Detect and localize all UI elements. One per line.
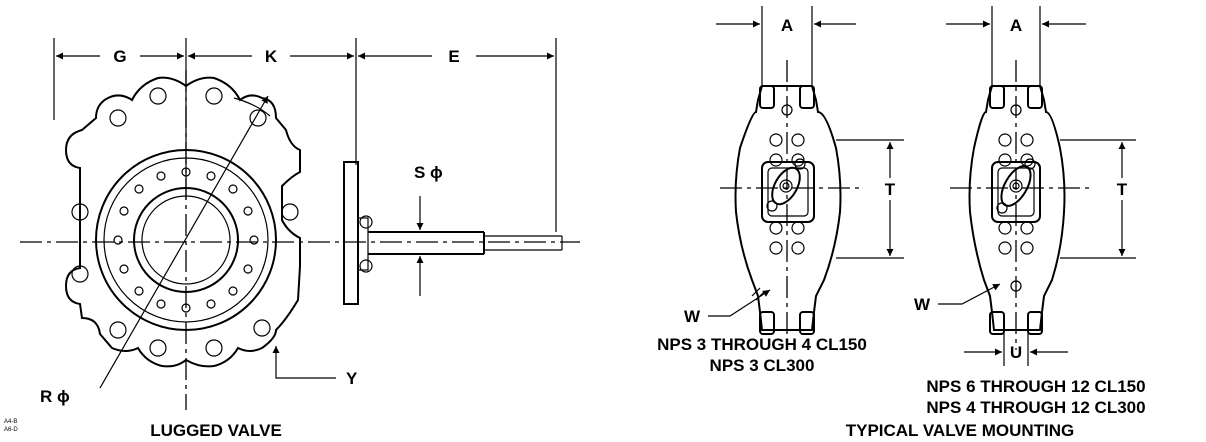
- lugged-valve-caption: LUGGED VALVE: [150, 421, 282, 440]
- bore-ring: [133, 187, 239, 293]
- small-bottom-lug-left: [759, 311, 775, 335]
- dim-y-label: Y: [346, 369, 358, 388]
- dimension-g: G: [56, 47, 184, 66]
- large-shaft-bushing: [1000, 165, 1032, 207]
- flange-nut-top: [359, 215, 373, 229]
- large-top-lug-right: [1027, 85, 1043, 109]
- large-top-lug-left: [989, 85, 1005, 109]
- small-caption-line2: NPS 3 CL300: [710, 356, 815, 375]
- large-dim-u-label: U: [1010, 343, 1022, 362]
- mounting-flange: [343, 161, 359, 305]
- typical-valve-mounting-caption: TYPICAL VALVE MOUNTING: [846, 421, 1075, 440]
- large-caption-line2: NPS 4 THROUGH 12 CL300: [926, 398, 1145, 417]
- dim-s-label: S ϕ: [414, 163, 443, 182]
- dimension-s: S ϕ: [408, 163, 443, 296]
- dimension-k: K: [188, 47, 354, 66]
- large-bottom-lug-right: [1027, 311, 1043, 335]
- drawing-ref-1: A4-B: [4, 419, 17, 425]
- large-dim-t-label: T: [1117, 180, 1128, 199]
- lug-bolt-holes: [71, 87, 299, 357]
- flange-boss: [357, 217, 369, 271]
- dimension-r: R ϕ: [40, 95, 271, 406]
- large-dim-a-label: A: [1010, 16, 1022, 35]
- dimension-e: E: [358, 47, 554, 66]
- small-caption-line1: NPS 3 THROUGH 4 CL150: [657, 335, 867, 354]
- mounting-view-large: A T W: [914, 6, 1146, 417]
- lugged-valve-view: G K E: [4, 38, 580, 440]
- large-dim-w-label: W: [914, 295, 931, 314]
- flange-bolt-holes: [113, 167, 259, 313]
- small-mount-body-outline: [734, 85, 842, 331]
- small-dim-w-label: W: [684, 307, 701, 326]
- mounting-view-small: A T W: [657, 6, 904, 375]
- small-top-lug-right: [799, 85, 815, 109]
- lugged-body-outline: [64, 76, 301, 368]
- flange-nut-bottom: [359, 259, 373, 273]
- large-bottom-lug-left: [989, 311, 1005, 335]
- small-top-lug-left: [759, 85, 775, 109]
- dim-r-label: R ϕ: [40, 387, 70, 406]
- dim-e-label: E: [448, 47, 459, 66]
- dim-g-label: G: [113, 47, 126, 66]
- small-adapter-plate: [761, 161, 815, 223]
- small-dim-t-label: T: [885, 180, 896, 199]
- dimension-y: Y: [272, 346, 358, 388]
- large-caption-line1: NPS 6 THROUGH 12 CL150: [926, 377, 1145, 396]
- small-dim-a-label: A: [781, 16, 793, 35]
- small-shaft-bushing: [771, 166, 801, 206]
- small-bottom-lug-right: [799, 311, 815, 335]
- valve-shaft: [368, 231, 563, 255]
- drawing-ref-2: A6-D: [4, 427, 18, 433]
- dim-k-label: K: [265, 47, 278, 66]
- large-mount-body-outline: [968, 85, 1066, 331]
